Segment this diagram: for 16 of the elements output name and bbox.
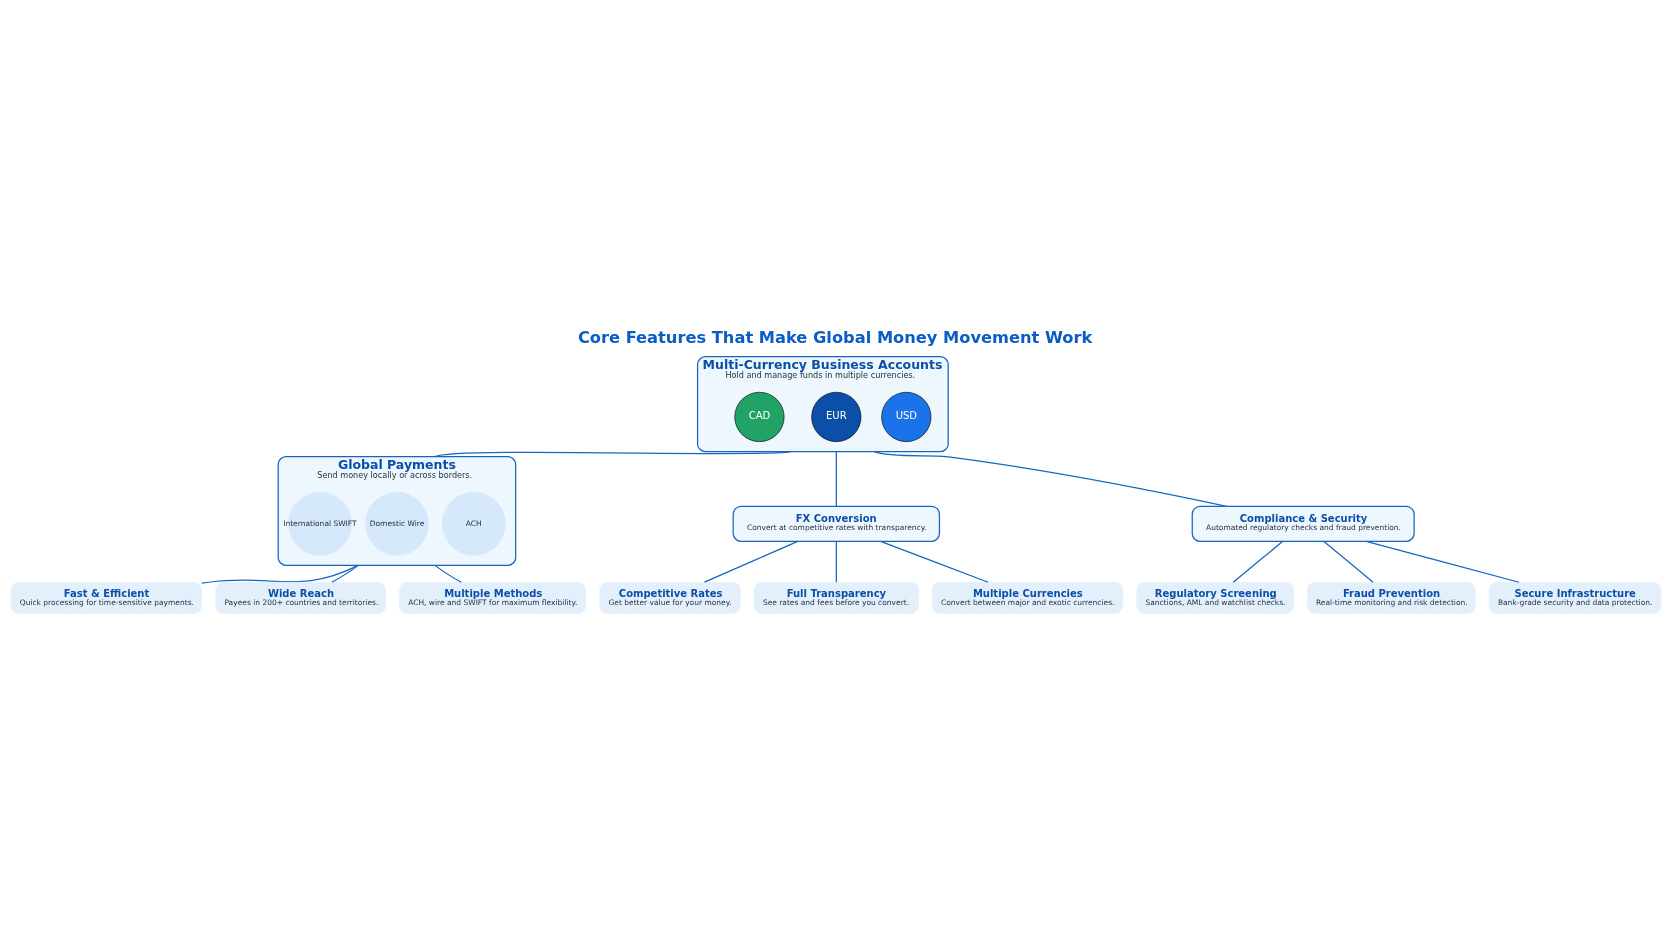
node-circle: EUR: [811, 391, 862, 442]
connector: [873, 450, 1228, 507]
connector: [835, 540, 837, 583]
connector: [201, 564, 359, 584]
connector: [1232, 540, 1284, 583]
node-circle: USD: [881, 391, 932, 442]
connector: [434, 450, 792, 457]
connector: [434, 564, 462, 583]
connector: [331, 564, 359, 583]
connector: [880, 540, 989, 583]
connector: [835, 450, 837, 507]
node-circle: CAD: [734, 391, 785, 442]
diagram-title: Core Features That Make Global Money Movement Work: [577, 327, 1093, 347]
connector: [703, 540, 799, 583]
connector: [1323, 540, 1374, 583]
connector: [1365, 540, 1520, 583]
